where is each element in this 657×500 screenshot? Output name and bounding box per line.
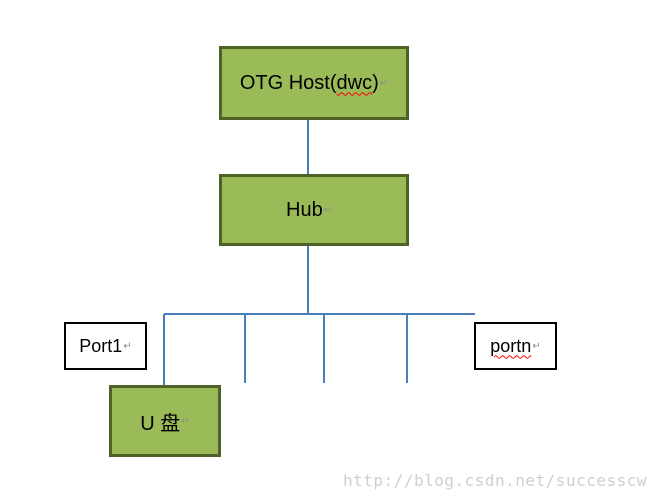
otg-host-text: OTG Host( xyxy=(239,71,337,94)
portn-label-box: portn↵ xyxy=(474,322,557,370)
port1-label-box: Port1↵ xyxy=(64,322,147,370)
u-disk-label: U 盘↵ xyxy=(140,407,189,436)
portn-label: portn↵ xyxy=(490,336,540,357)
otg-host-dwc-text: dwc xyxy=(336,71,373,94)
hub-node: Hub↵ xyxy=(219,174,409,246)
port1-text: Port1 xyxy=(79,335,123,356)
hub-text: Hub xyxy=(286,198,323,221)
otg-host-paren: ) xyxy=(372,71,379,94)
u-disk-node: U 盘↵ xyxy=(109,385,221,457)
paragraph-mark-icon: ↵ xyxy=(323,204,333,216)
paragraph-mark-icon: ↵ xyxy=(532,340,541,352)
watermark-text: http://blog.csdn.net/successcw xyxy=(343,471,647,490)
portn-text: portn xyxy=(490,335,532,356)
hub-label: Hub↵ xyxy=(286,199,332,222)
otg-host-node: OTG Host(dwc)↵ xyxy=(219,46,409,120)
paragraph-mark-icon: ↵ xyxy=(379,77,389,89)
otg-host-label: OTG Host(dwc)↵ xyxy=(240,72,388,95)
u-disk-text: U 盘 xyxy=(140,412,181,435)
port1-label: Port1↵ xyxy=(79,336,131,357)
paragraph-mark-icon: ↵ xyxy=(123,340,132,352)
paragraph-mark-icon: ↵ xyxy=(181,415,190,427)
